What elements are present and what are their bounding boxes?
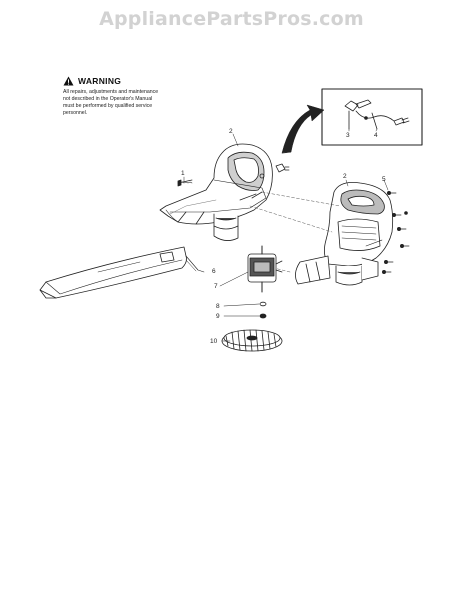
callout-7: 7 [214,283,218,290]
warning-line: All repairs, adjustments and maintenance [63,89,159,95]
warning-triangle-icon [63,76,74,86]
callout-1: 1 [181,170,185,177]
warning-line: must be performed by qualified service [63,103,153,109]
callout-4: 4 [374,132,378,139]
callout-8: 8 [216,303,220,310]
warning-header: WARNING [63,76,181,86]
watermark: AppliancePartsPros.com [99,8,364,30]
callout-2-right: 2 [343,173,347,180]
callout-10: 10 [210,338,218,345]
right-housing [295,182,394,286]
callout-3: 3 [346,132,350,139]
screws-part-5 [381,190,410,274]
warning-text: All repairs, adjustments and maintenance… [63,89,181,117]
fan-part-10 [221,329,283,352]
left-housing [159,143,273,241]
screw-part-1 [177,179,193,187]
cord-inset [321,88,423,146]
callout-5: 5 [382,176,386,183]
leader-lines [183,128,389,342]
washer-part-8 [259,301,267,307]
blower-tube-part-6 [39,246,205,299]
warning-block: WARNING All repairs, adjustments and mai… [63,76,181,117]
callout-labels: 2 1 2 5 3 4 6 7 8 9 10 [181,128,386,345]
motor-part-7 [247,245,283,293]
callout-6: 6 [212,268,216,275]
callout-2-left: 2 [229,128,233,135]
warning-line: personnel. [63,110,88,116]
curved-arrow [281,104,325,154]
callout-9: 9 [216,313,220,320]
warning-line: not described in the Operator's Manual [63,96,153,102]
warning-title: WARNING [78,76,122,86]
nut-part-9 [259,313,267,319]
